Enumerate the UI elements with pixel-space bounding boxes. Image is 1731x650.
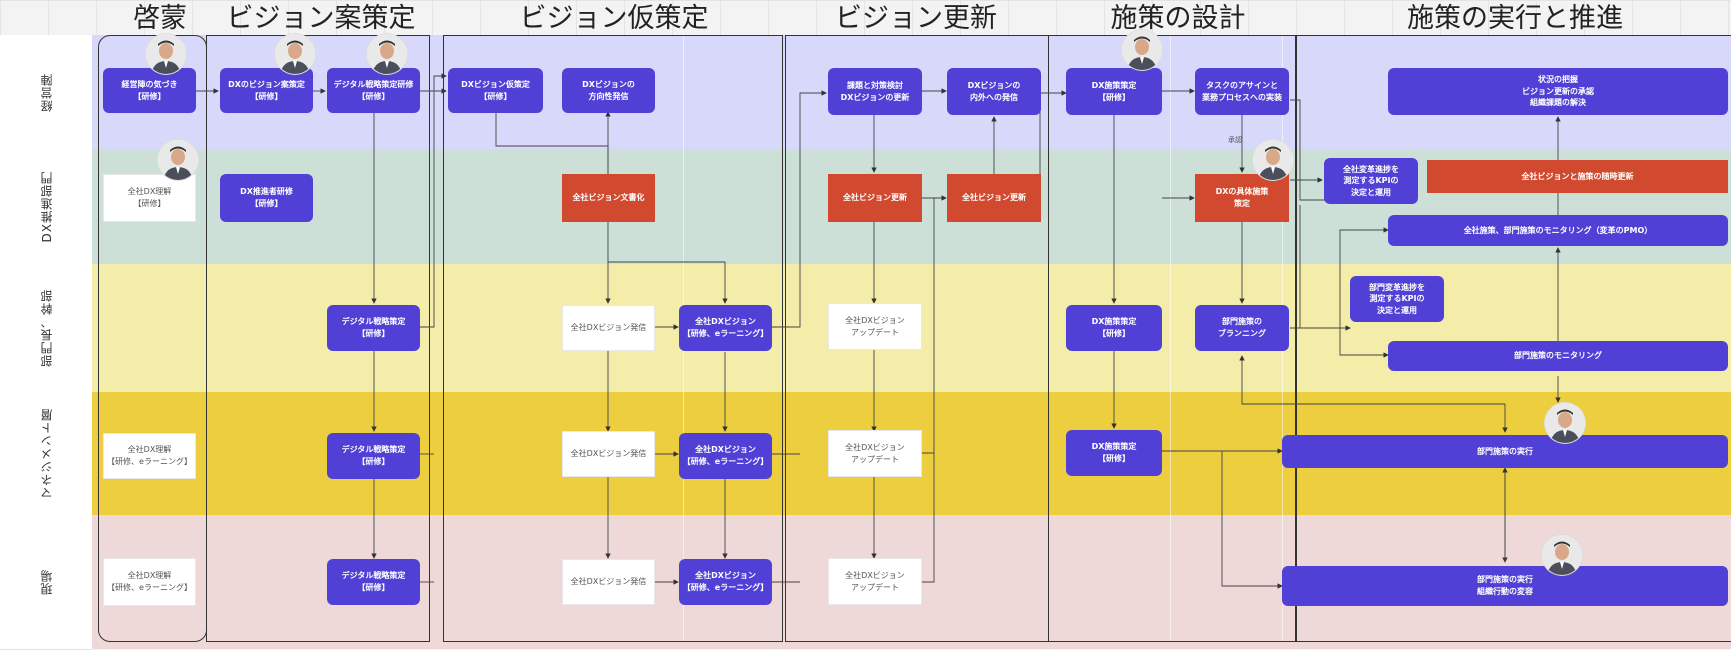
node-vision-update-field[interactable]: 全社DXビジョン アップデート (828, 558, 922, 605)
phase-frame-vision-provisional (443, 35, 783, 642)
node-digital-strategy-mgmt[interactable]: デジタル戦略策定 【研修】 (327, 433, 420, 479)
node-vision-measures-update[interactable]: 全社ビジョンと施策の随時更新 (1427, 160, 1728, 193)
node-vision-broadcast-managers[interactable]: 全社DXビジョン発信 (562, 305, 655, 351)
lane-label-dx-dept: DX推進部門 (0, 149, 92, 265)
phase-frame-execution (1295, 35, 1731, 642)
avatar (146, 34, 186, 74)
person-icon (367, 34, 407, 74)
node-vision-update-managers[interactable]: 全社DXビジョン アップデート (828, 303, 922, 350)
node-department-kpi[interactable]: 部門変革進捗を 測定するKPIの 決定と運用 (1350, 276, 1444, 322)
phase-title-execution: 施策の実行と推進 (1407, 3, 1623, 34)
node-dx-vision-draft[interactable]: DXのビジョン案策定 【研修】 (220, 68, 313, 113)
phase-title-enlightenment: 啓蒙 (133, 3, 187, 34)
node-behavior-change[interactable]: 部門施策の実行 組織行動の変容 (1282, 566, 1728, 606)
node-department-planning[interactable]: 部門施策の ブランニング (1195, 305, 1289, 351)
node-vision-update-mgmt[interactable]: 全社DXビジョン アップデート (828, 430, 922, 477)
node-digital-strategy-field[interactable]: デジタル戦略策定 【研修】 (327, 559, 420, 605)
node-dx-measures-mgmt[interactable]: DX施策策定 【研修】 (1066, 430, 1162, 476)
node-digital-strategy-training[interactable]: デジタル戦略策定研修 【研修】 (327, 68, 420, 113)
node-vision-elearning-field[interactable]: 全社DXビジョン 【研修、eラーニング】 (679, 559, 772, 605)
node-dx-understanding-mgmt[interactable]: 全社DX理解 【研修、eラーニング】 (103, 433, 196, 479)
node-vision-elearning-mgmt[interactable]: 全社DXビジョン 【研修、eラーニング】 (679, 433, 772, 479)
approval-label: 承認 (1228, 136, 1242, 144)
node-vision-update-a[interactable]: 全社ビジョン更新 (828, 174, 922, 222)
lane-label-field: 現場 (0, 515, 92, 650)
node-company-kpi[interactable]: 全社変革進捗を 測定するKPIの 決定と運用 (1324, 158, 1418, 204)
avatar (367, 34, 407, 74)
node-digital-strategy-managers[interactable]: デジタル戦略策定 【研修】 (327, 305, 420, 351)
node-status-review[interactable]: 状況の把握 ビジョン更新の承認 組織課題の解決 (1388, 68, 1728, 115)
avatar (1253, 140, 1293, 180)
node-vision-elearning-managers[interactable]: 全社DXビジョン 【研修、eラーニング】 (679, 305, 772, 351)
node-vision-broadcast-field[interactable]: 全社DXビジョン発信 (562, 559, 655, 605)
person-icon (158, 140, 198, 180)
person-icon (146, 34, 186, 74)
node-company-dx-understanding[interactable]: 全社DX理解 【研修】 (103, 174, 196, 222)
lane-label-executives: 経営陣 (0, 35, 92, 150)
avatar (275, 34, 315, 74)
person-icon (1545, 403, 1585, 443)
column-divider (1170, 36, 1171, 640)
node-department-monitoring[interactable]: 部門施策のモニタリング (1388, 341, 1728, 371)
avatar (158, 140, 198, 180)
node-dx-promoter-training[interactable]: DX推進者研修 【研修】 (220, 174, 313, 222)
person-icon (1542, 535, 1582, 575)
node-dx-understanding-field[interactable]: 全社DX理解 【研修、eラーニング】 (103, 558, 196, 606)
phase-frame-enlightenment (98, 35, 207, 642)
node-dx-measures-managers[interactable]: DX施策策定 【研修】 (1066, 305, 1162, 351)
avatar (1542, 535, 1582, 575)
node-department-execution[interactable]: 部門施策の実行 (1282, 435, 1728, 468)
node-company-monitoring[interactable]: 全社施策、部門施策のモニタリング（変革のPMO） (1388, 215, 1728, 246)
node-vision-documentation[interactable]: 全社ビジョン文書化 (562, 174, 655, 222)
phase-title-vision-update: ビジョン更新 (835, 3, 997, 34)
person-icon (1253, 140, 1293, 180)
node-executive-awareness[interactable]: 経営陣の気づき 【研修】 (103, 68, 196, 113)
node-vision-update-b[interactable]: 全社ビジョン更新 (947, 174, 1041, 222)
avatar (1545, 403, 1585, 443)
person-icon (1122, 30, 1162, 70)
node-vision-broadcast[interactable]: DXビジョンの 内外への発信 (947, 68, 1041, 115)
node-issues-vision-update[interactable]: 課題と対策検討 DXビジョンの更新 (828, 68, 922, 115)
node-dx-vision-provisional[interactable]: DXビジョン仮策定 【研修】 (448, 68, 543, 113)
lane-label-management: マネジメント層 (0, 392, 92, 516)
lane-label-managers: 部門長、幹部 (0, 264, 92, 393)
node-task-assignment[interactable]: タスクのアサインと 業務プロセスへの実装 (1195, 68, 1289, 115)
avatar (1122, 30, 1162, 70)
node-dx-measures[interactable]: DX施策策定 【研修】 (1066, 68, 1162, 115)
node-dx-concrete-measures[interactable]: DXの具体施策 策定 (1195, 174, 1289, 222)
person-icon (275, 34, 315, 74)
phase-title-design: 施策の設計 (1110, 3, 1246, 34)
phase-frame-vision-draft (206, 35, 430, 642)
node-dx-vision-direction[interactable]: DXビジョンの 方向性発信 (562, 68, 655, 113)
phase-title-vision-provisional: ビジョン仮策定 (519, 3, 709, 34)
node-vision-broadcast-mgmt[interactable]: 全社DXビジョン発信 (562, 431, 655, 477)
phase-title-vision-draft: ビジョン案策定 (226, 3, 416, 34)
